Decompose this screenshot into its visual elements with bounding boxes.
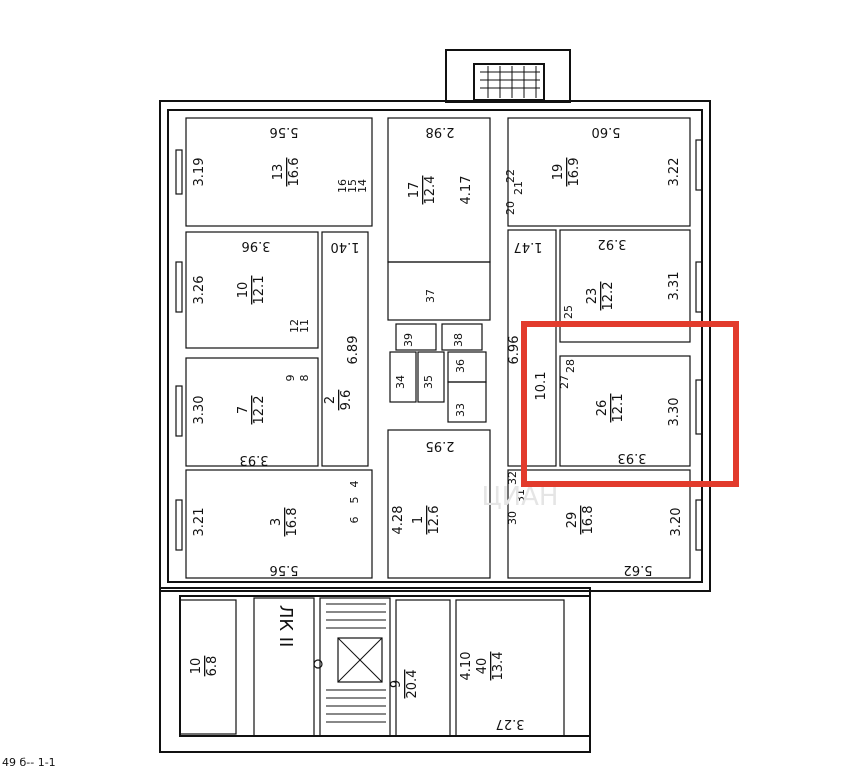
room-40-number: 40 [475,658,490,675]
small-room-5-21: 5 [348,497,361,504]
room-10b-area: 6.8 [205,656,220,677]
room-26-width: 3.93 [618,450,647,465]
room-3-number: 3 [269,518,284,526]
small-room-27-15: 27 [558,375,571,389]
outer-walls [159,49,711,753]
room-26-number: 26 [595,400,610,417]
small-room-25-13: 25 [562,305,575,319]
room-17-length: 4.17 [459,176,474,205]
room-13-area: 16.6 [287,158,302,187]
room-23-number: 23 [585,288,600,305]
room-40-width: 3.27 [496,716,525,731]
room-2-number: 2 [323,396,338,404]
room-7-length: 3.30 [192,396,207,425]
room-17-number: 17 [407,182,422,199]
room-7-area: 12.2 [252,396,267,425]
small-room-11-19: 11 [298,319,311,333]
stair-roman-label: II [275,637,296,648]
stairs-lower [326,603,386,723]
dim-1-47: 1.47 [514,239,543,254]
room-19-width: 5.60 [592,124,621,139]
room-10-width: 3.96 [242,238,271,253]
room-3-area: 16.8 [285,508,300,537]
small-room-30-25: 30 [506,511,519,525]
room-10b-number: 10 [189,658,204,675]
room-23-length: 3.31 [667,272,682,301]
small-room-35-4: 35 [422,375,435,389]
small-room-21-11: 21 [512,181,525,195]
room-17-area: 12.4 [423,176,438,205]
footer-text: 49 б-- 1-1 [2,756,56,768]
room-29-width: 5.62 [624,562,653,577]
room-10-number: 10 [236,282,251,299]
highlight-frame [521,321,739,487]
room-29-area: 16.8 [581,506,596,535]
stair-ll-label: ЛК [275,605,296,632]
room-2-area: 9.6 [339,390,354,411]
small-room-22-10: 22 [504,169,517,183]
small-room-12-18: 12 [288,319,301,333]
room-17-width: 2.98 [426,124,455,139]
dim-10-1: 10.1 [534,372,549,401]
room-7-number: 7 [236,406,251,414]
small-room-38-1: 38 [452,333,465,347]
windows [175,139,703,551]
small-room-31-24: 31 [514,489,527,503]
room-19-number: 19 [551,164,566,181]
room-2-length: 6.89 [346,336,361,365]
small-room-37-0: 37 [424,289,437,303]
room-13-number: 13 [271,164,286,181]
room-1-area: 12.6 [427,506,442,535]
room-outlines [179,117,691,737]
stair-marker [313,659,323,669]
room-10-area: 12.1 [252,276,267,305]
small-room-39-2: 39 [402,333,415,347]
room-18-length: 6.96 [507,336,522,365]
small-room-32-23: 32 [506,471,519,485]
small-room-4-20: 4 [348,481,361,488]
small-room-20-12: 20 [504,201,517,215]
small-room-9-16: 9 [284,375,297,382]
room-1-width: 2.95 [426,438,455,453]
room-3-width: 5.56 [270,562,299,577]
room-40-length: 4.10 [459,652,474,681]
room-3-length: 3.21 [192,508,207,537]
room-9-number: 9 [389,680,404,688]
small-room-6-22: 6 [348,517,361,524]
small-room-14-7: 14 [356,179,369,193]
small-room-36-5: 36 [454,359,467,373]
room-13-length: 3.19 [192,158,207,187]
room-1-number: 1 [411,516,426,524]
room-23-area: 12.2 [601,282,616,311]
room-26-length: 3.30 [667,398,682,427]
small-room-16-9: 16 [336,179,349,193]
room-13-width: 5.56 [270,124,299,139]
room-7-width: 3.93 [240,452,269,467]
room-29-number: 29 [565,512,580,529]
room-10-length: 3.26 [192,276,207,305]
room-26-area: 12.1 [611,394,626,423]
small-room-8-17: 8 [298,375,311,382]
room-29-length: 3.20 [669,508,684,537]
small-room-15-8: 15 [346,179,359,193]
room-19-area: 16.9 [567,158,582,187]
small-room-28-14: 28 [564,359,577,373]
small-room-33-6: 33 [454,403,467,417]
room-40-area: 13.4 [491,652,506,681]
room-23-width: 3.92 [598,236,627,251]
room-9-area: 20.4 [405,670,420,699]
room-19-length: 3.22 [667,158,682,187]
small-room-34-3: 34 [394,375,407,389]
room-1-length: 4.28 [391,506,406,535]
dim-1-40: 1.40 [331,239,360,254]
